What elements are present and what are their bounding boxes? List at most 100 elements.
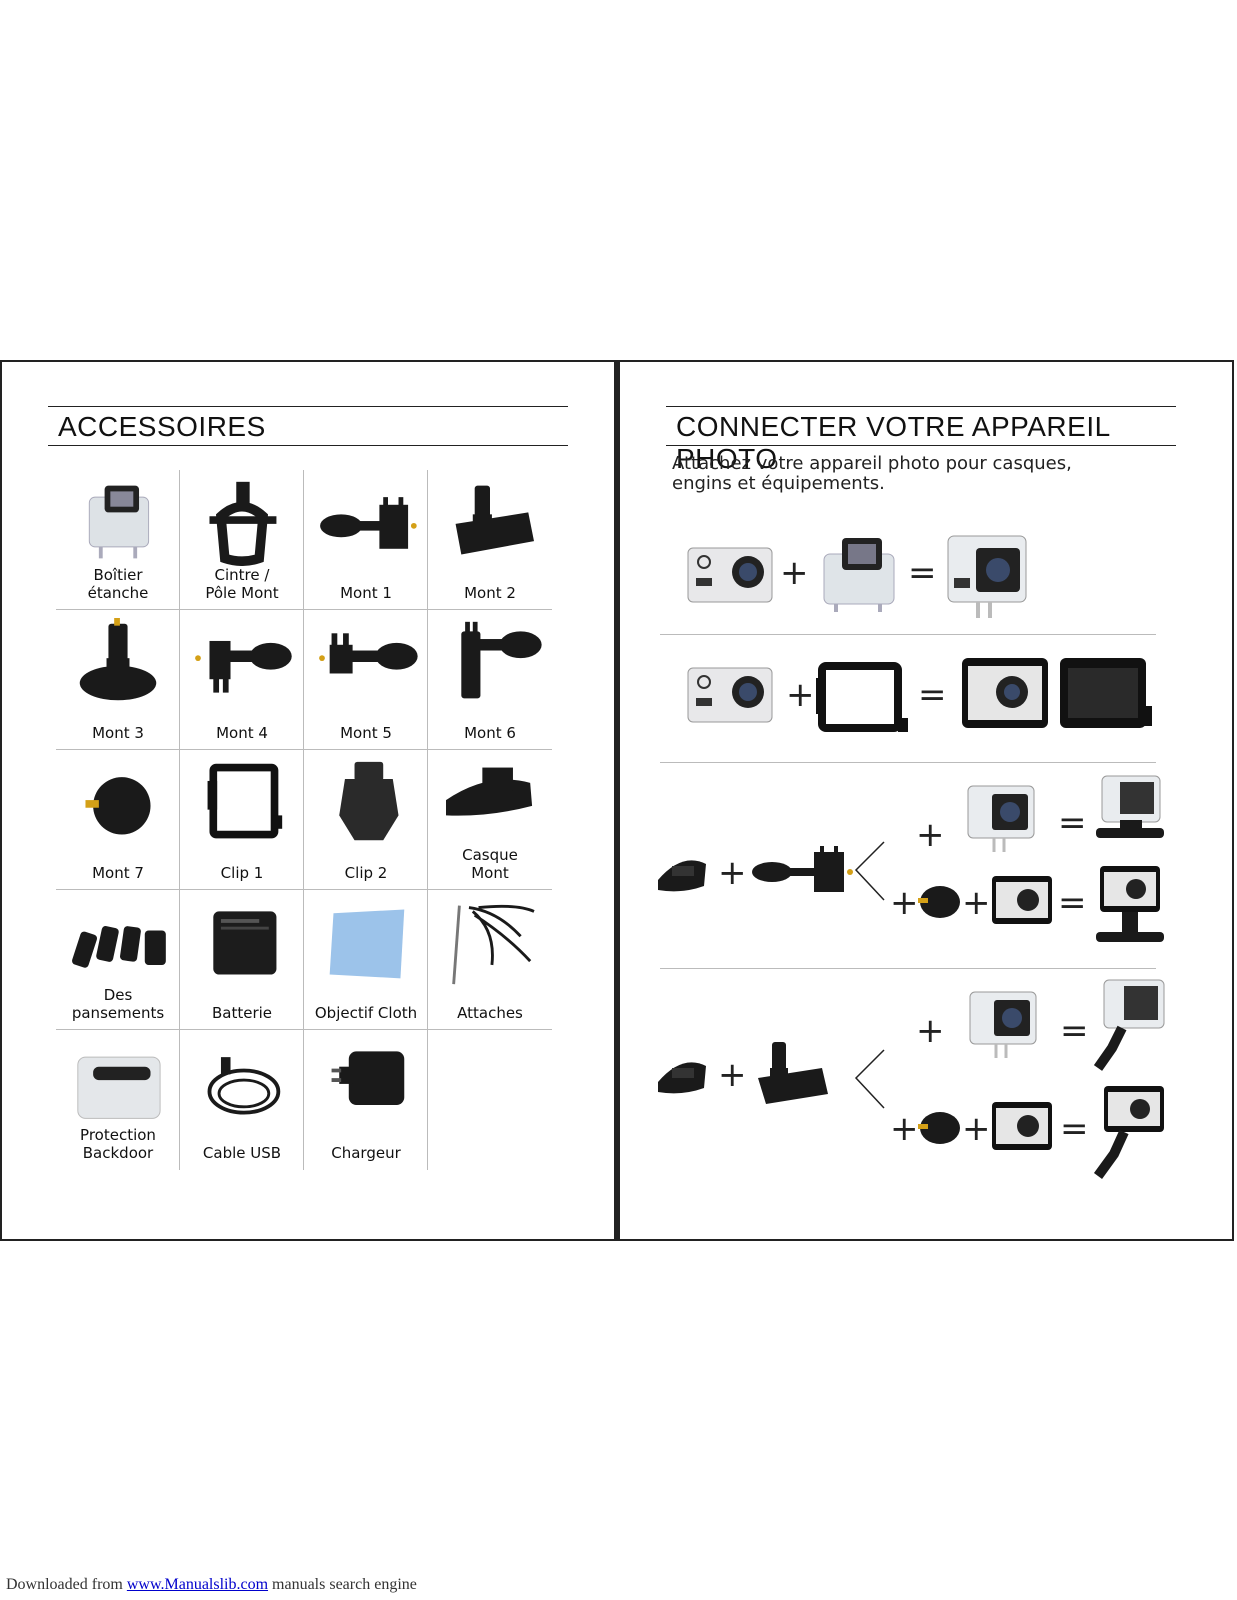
accessory-cell: Cable USB (180, 1030, 304, 1170)
accessories-page: ACCESSOIRES Boîtier étanche Cintre / Pôle… (0, 360, 616, 1241)
accessory-cell (428, 1030, 552, 1170)
accessory-cell: Clip 1 (180, 750, 304, 890)
grid-horizontal-line (180, 1029, 304, 1030)
framed-camera-back-icon (1060, 658, 1152, 728)
accessory-label: Boîtier étanche (87, 566, 149, 602)
lens-cloth-icon (314, 898, 418, 986)
cased-camera-icon (947, 535, 1027, 618)
branch-bracket-icon (854, 1049, 885, 1109)
mount-7-icon (918, 1112, 960, 1144)
accessory-cell: Casque Mont (428, 750, 552, 890)
equals-sign: = (908, 553, 937, 593)
framed-camera-front-icon (992, 1102, 1052, 1150)
footer-prefix: Downloaded from (6, 1576, 127, 1593)
accessory-label: Batterie (211, 1004, 273, 1022)
charger-icon (314, 1038, 418, 1126)
mount-2-icon (438, 478, 542, 566)
grid-vertical-line (303, 470, 304, 610)
grid-vertical-line (427, 750, 428, 890)
manualslib-link[interactable]: www.Manualslib.com (126, 1576, 269, 1593)
grid-horizontal-line (428, 609, 552, 610)
grid-vertical-line (179, 610, 180, 750)
mount-7-icon (918, 886, 960, 918)
plus-sign: + (916, 1011, 945, 1051)
accessory-cell: Mont 5 (304, 610, 428, 750)
accessory-cell: Attaches (428, 890, 552, 1030)
accessory-cell: Batterie (180, 890, 304, 1030)
grid-vertical-line (303, 890, 304, 1030)
adhesive-pads-icon (66, 898, 170, 986)
plus-sign: + (718, 853, 747, 893)
accessory-label: Clip 2 (344, 864, 388, 882)
mount-1-icon (314, 478, 418, 566)
grid-horizontal-line (56, 889, 180, 890)
grid-horizontal-line (180, 889, 304, 890)
accessory-label: Protection Backdoor (80, 1126, 156, 1162)
plus-sign: + (962, 1109, 991, 1149)
accessory-cell: Protection Backdoor (56, 1030, 180, 1170)
plus-sign: + (786, 675, 815, 715)
equals-sign: = (1060, 1011, 1089, 1051)
accessory-cell: Chargeur (304, 1030, 428, 1170)
cable-ties-icon (438, 898, 542, 986)
grid-vertical-line (303, 750, 304, 890)
battery-icon (190, 898, 294, 986)
mounted-cased-camera-icon (1093, 979, 1165, 1071)
accessory-cell: Cintre / Pôle Mont (180, 470, 304, 610)
helmet-adhesive-base-icon (658, 1062, 706, 1094)
mount-6-icon (438, 618, 542, 706)
accessory-label: Clip 1 (220, 864, 264, 882)
accessory-label: Mont 2 (464, 584, 516, 602)
accessory-cell: Mont 1 (304, 470, 428, 610)
mounted-framed-camera-icon (1096, 866, 1164, 942)
accessory-label: Casque Mont (462, 846, 518, 882)
grid-horizontal-line (304, 889, 428, 890)
camera-4k-icon (687, 547, 773, 603)
grid-vertical-line (303, 610, 304, 750)
clip-1-icon (190, 758, 294, 846)
grid-vertical-line (427, 1030, 428, 1170)
connect-title: CONNECTER VOTRE APPAREIL PHOTO (666, 406, 1176, 474)
accessory-cell: Objectif Cloth (304, 890, 428, 1030)
grid-horizontal-line (428, 749, 552, 750)
connect-intro: Attachez votre appareil photo pour casqu… (672, 453, 1072, 494)
equals-sign: = (1058, 803, 1087, 843)
accessory-label: Mont 1 (340, 584, 392, 602)
grid-vertical-line (427, 470, 428, 610)
mount-5-icon (314, 618, 418, 706)
accessory-label: Des pansements (71, 986, 165, 1022)
row-separator (660, 762, 1156, 763)
footer-source: Downloaded from www.Manualslib.com manua… (6, 1576, 417, 1594)
mount-4-icon (190, 618, 294, 706)
accessory-cell: Mont 6 (428, 610, 552, 750)
mounted-cased-camera-icon (1096, 775, 1164, 838)
accessory-label: Mont 7 (92, 864, 144, 882)
footer-suffix: manuals search engine (268, 1576, 417, 1593)
grid-horizontal-line (428, 1029, 552, 1030)
accessory-label: Cintre / Pôle Mont (205, 566, 279, 602)
accessory-label: Objectif Cloth (314, 1004, 418, 1022)
row-separator (660, 968, 1156, 969)
accessory-cell: Mont 7 (56, 750, 180, 890)
plus-sign: + (916, 815, 945, 855)
page-divider (614, 360, 618, 1241)
framed-camera-front-icon (962, 658, 1048, 728)
grid-horizontal-line (304, 609, 428, 610)
waterproof-case-icon (66, 478, 170, 566)
equals-sign: = (1060, 1109, 1089, 1149)
grid-horizontal-line (56, 749, 180, 750)
accessory-cell: Boîtier étanche (56, 470, 180, 610)
grid-vertical-line (179, 890, 180, 1030)
grid-horizontal-line (56, 1029, 180, 1030)
accessory-label: Mont 4 (216, 724, 268, 742)
accessories-title: ACCESSOIRES (48, 406, 568, 446)
accessory-cell: Mont 4 (180, 610, 304, 750)
waterproof-case-icon (823, 538, 895, 612)
plus-sign: + (890, 1109, 919, 1149)
grid-vertical-line (427, 610, 428, 750)
helmet-mount-icon (438, 758, 542, 846)
clip-2-icon (314, 758, 418, 846)
grid-vertical-line (303, 1030, 304, 1170)
backdoor-icon (66, 1038, 170, 1126)
usb-cable-icon (190, 1038, 294, 1126)
